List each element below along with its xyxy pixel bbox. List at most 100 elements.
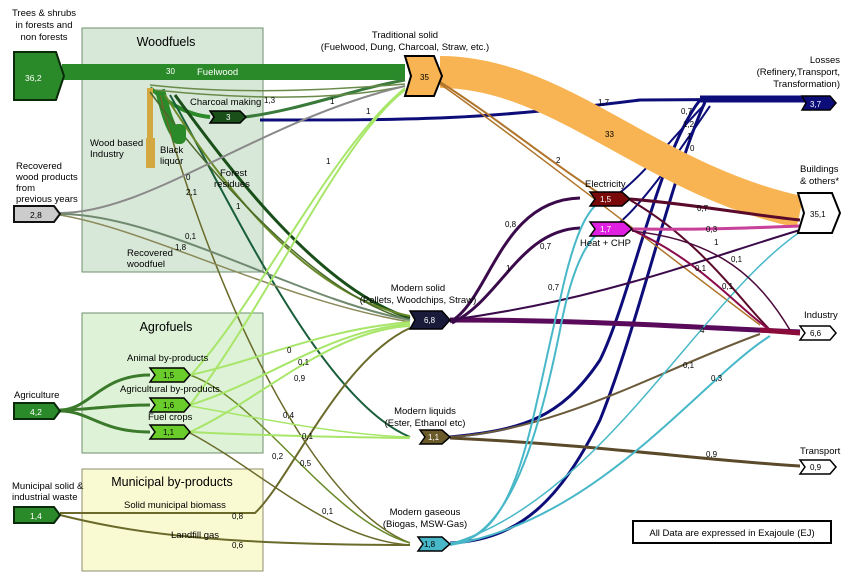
- lbl-heat-ind2: 0,1: [695, 264, 707, 273]
- recovered-label-4: previous years: [16, 194, 78, 205]
- lbl-loss-c: 1: [687, 132, 692, 141]
- solid-muni-label: Solid municipal biomass: [124, 500, 226, 511]
- footnote-box: [632, 520, 832, 544]
- lbl-agro-09: 0,9: [294, 374, 306, 383]
- lbl-forest-1: 1: [236, 202, 241, 211]
- carrier-modern-solid: Modern solid (Pellets, Woodchips, Straw)…: [360, 283, 476, 330]
- flow-value-labels: 1,3 1 1 1 0 2,1 1 0,1 1,8 1,7 33 2 0,8 1…: [175, 96, 743, 550]
- flow-rec-ms: [59, 213, 411, 321]
- lbl-agro-01b: 0,1: [302, 432, 314, 441]
- flow-agri-crops: [59, 409, 151, 434]
- animal-box: [148, 367, 191, 383]
- flow-heat-bld: [631, 224, 801, 231]
- traditional-box: [403, 55, 444, 97]
- lbl-wood-trad2: 1: [366, 107, 371, 116]
- source-agriculture: 4,2 Agriculture: [13, 390, 62, 420]
- footnote-text: All Data are expressed in Exajoule (EJ): [649, 528, 814, 539]
- buildings-box: [796, 192, 842, 234]
- flow-ml-transport: [449, 436, 801, 468]
- lbl-loss-a: 0,7: [681, 107, 693, 116]
- transport-label: Transport: [800, 446, 841, 457]
- agricultural-value: 1,6: [163, 401, 175, 410]
- recovered-woodfuel-1: Recovered: [127, 248, 173, 259]
- industry-value: 6,6: [810, 329, 822, 338]
- traditional-label-1: Traditional solid: [372, 30, 438, 41]
- lbl-ms-ind2: 0,1: [722, 282, 734, 291]
- black-liquor-bar: [172, 124, 186, 144]
- electricity-value: 1,5: [600, 195, 612, 204]
- fuelwood-label: Fuelwood: [197, 67, 238, 78]
- flows: [59, 56, 811, 546]
- lbl-agro-04: 0,4: [283, 411, 295, 420]
- lbl-agro-02: 0,2: [272, 452, 284, 461]
- trees-label-2: in forests and: [15, 20, 72, 31]
- lbl-charcoal-in: 1,3: [264, 96, 276, 105]
- charcoal-value: 3: [226, 113, 231, 122]
- electricity-box: [588, 191, 632, 207]
- sink-losses: Losses (Refinery,Transport, Transformati…: [757, 55, 840, 111]
- lbl-forest-21: 2,1: [186, 188, 198, 197]
- lbl-rec-01: 0,1: [185, 232, 197, 241]
- flow-ml-industry: [449, 333, 761, 438]
- wood-industry-bar: [146, 138, 155, 168]
- flow-agric-ms: [189, 323, 411, 406]
- lbl-elec-bld: 0,7: [697, 204, 709, 213]
- transport-value: 0,9: [810, 463, 822, 472]
- modern-liquids-value: 1,1: [428, 433, 440, 442]
- buildings-value: 35,1: [810, 210, 826, 219]
- lbl-heat-ind: 1: [714, 238, 719, 247]
- flow-elec-ind: [629, 199, 771, 331]
- electricity-label: Electricity: [585, 179, 626, 190]
- flow-muni-landfill: [59, 514, 411, 546]
- lbl-trad-losses: 1,7: [598, 98, 610, 107]
- flow-animal-gas: [189, 374, 411, 544]
- recovered-box: [13, 205, 62, 223]
- transport-box: [798, 459, 837, 475]
- carrier-modern-liquids: Modern liquids (Ester, Ethanol etc) 1,1: [385, 406, 465, 445]
- heat-value: 1,7: [600, 225, 612, 234]
- agricultural-box: [148, 397, 191, 413]
- lbl-heat-bld: 0,3: [706, 225, 718, 234]
- lbl-mg-ind: 0,3: [711, 374, 723, 383]
- flow-charcoal-out: [244, 78, 406, 119]
- sink-transport: Transport 0,9: [798, 446, 841, 475]
- lbl-gas-elec: 0,7: [540, 242, 552, 251]
- agriculture-box: [13, 402, 62, 420]
- forest-residues-2: residues: [214, 179, 250, 190]
- municipal-title: Municipal by-products: [111, 475, 233, 489]
- flow-elec-bld: [629, 197, 801, 222]
- modern-solid-label-1: Modern solid: [391, 283, 445, 294]
- losses-label-3: Transformation): [773, 79, 840, 90]
- lbl-ml-ind: 0,1: [683, 361, 695, 370]
- flow-rec-trad: [59, 85, 406, 214]
- lbl-loss-d: 0: [690, 144, 695, 153]
- modern-solid-box: [408, 310, 452, 330]
- flow-animal-trad: [189, 87, 406, 377]
- flow-wood-trad2: [154, 85, 406, 98]
- flow-crops-ml: [189, 431, 411, 439]
- recovered-value: 2,8: [30, 210, 42, 220]
- carrier-electricity: Electricity 1,5: [585, 179, 632, 207]
- carrier-traditional: Traditional solid (Fuelwood, Dung, Charc…: [321, 30, 489, 97]
- recovered-label-3: from: [16, 183, 35, 194]
- source-recovered: 2,8 Recovered wood products from previou…: [13, 161, 78, 223]
- buildings-label-2: & others*: [800, 176, 839, 187]
- flow-trad-ind: [439, 83, 761, 326]
- municipal-box: [81, 468, 264, 572]
- lbl-wood-ms: 1: [326, 157, 331, 166]
- modern-gaseous-label-2: (Biogas, MSW-Gas): [383, 519, 467, 530]
- industry-box: [798, 325, 837, 341]
- lbl-ms-heat: 1: [506, 264, 511, 273]
- recovered-woodfuel-2: woodfuel: [126, 259, 165, 270]
- fuel-crops-box: [148, 424, 191, 440]
- wood-industry-1: Wood based: [90, 138, 143, 149]
- agrofuels-title: Agrofuels: [140, 320, 193, 334]
- sink-buildings: Buildings & others* 35,1: [796, 164, 842, 234]
- flow-mg-heat: [449, 227, 611, 545]
- lbl-wood-trad: 1: [330, 97, 335, 106]
- municipal-label-1: Municipal solid &: [12, 481, 84, 492]
- flow-ms-heat: [451, 226, 581, 325]
- modern-solid-value: 6,8: [424, 316, 436, 325]
- flow-crops-ms: [189, 325, 411, 433]
